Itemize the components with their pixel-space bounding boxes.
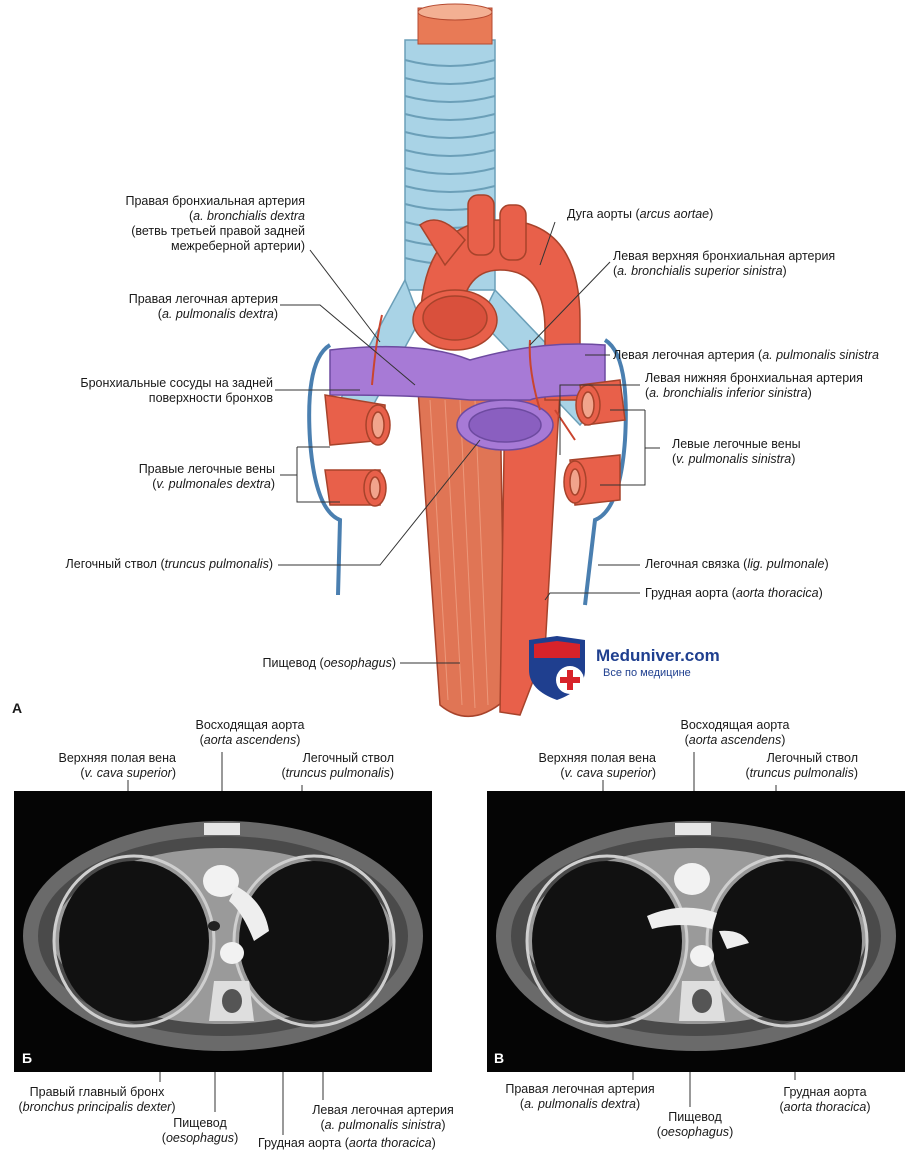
label-left-pulmonary-artery: Левая легочная артерия (a. pulmonalis si…	[613, 348, 879, 362]
leader-lines-a	[275, 221, 660, 664]
label-pulmonary-ligament: Легочная связка (lig. pulmonale)	[645, 557, 829, 571]
label-pulmonary-trunk: Легочный ствол (truncus pulmonalis)	[65, 557, 273, 571]
bronchial-arteries	[371, 314, 576, 441]
label-b-svc: Верхняя полая вена (v. cava superior)	[58, 751, 176, 780]
label-note: межреберной артерии)	[170, 239, 305, 253]
label-left-inf-bronchial-artery: Левая нижняя бронхиальная артерия (a. br…	[645, 371, 863, 400]
label-c-pulm-trunk: Легочный ствол (truncus pulmonalis)	[745, 751, 858, 780]
ct-scan-c	[496, 821, 896, 1051]
label-left-sup-bronchial-artery: Левая верхняя бронхиальная артерия (a. b…	[613, 249, 836, 278]
pulmonary-arteries	[329, 343, 606, 451]
label-b-left-pulm-artery: Левая легочная артерия (a. pulmonalis si…	[312, 1103, 454, 1132]
ct-image-b	[14, 791, 432, 1072]
label-lat: a. bronchialis dextra	[193, 209, 305, 223]
panel-letter-b: Б	[22, 1050, 33, 1066]
watermark-name: Meduniver.com	[596, 646, 720, 665]
watermark-tagline: Все по медицине	[603, 667, 691, 679]
label-b-thoracic-aorta: Грудная аорта (aorta thoracica)	[258, 1136, 436, 1150]
esophagus-top	[417, 3, 493, 45]
ct-scan-b	[23, 821, 423, 1051]
label-c-esophagus: Пищевод (oesophagus)	[656, 1110, 734, 1139]
panel-letter-c: В	[494, 1050, 505, 1066]
label-left-pulmonary-veins: Левые легочные вены (v. pulmonalis sinis…	[672, 437, 801, 466]
shield-logo-icon	[529, 636, 585, 700]
label-b-esophagus: Пищевод (oesophagus)	[161, 1116, 239, 1145]
label-bronchial-vessels: Бронхиальные сосуды на задней поверхност…	[80, 376, 273, 405]
label-b-asc-aorta: Восходящая аорта (aorta ascendens)	[195, 718, 305, 747]
label-note: (ветвь третьей правой задней	[131, 224, 305, 238]
panel-letter-a: А	[12, 700, 23, 716]
label-c-asc-aorta: Восходящая аорта (aorta ascendens)	[680, 718, 790, 747]
pulmonary-ligament	[307, 338, 628, 606]
label-c-right-pulm-artery: Правая легочная артерия (a. pulmonalis d…	[505, 1082, 655, 1111]
watermark: Meduniver.com Все по медицине	[524, 634, 744, 704]
label-thoracic-aorta: Грудная аорта (aorta thoracica)	[645, 586, 823, 600]
label-c-svc: Верхняя полая вена (v. cava superior)	[538, 751, 656, 780]
pulmonary-veins	[324, 379, 626, 507]
label-ru: Правая бронхиальная артерия	[125, 194, 305, 208]
label-b-right-main-bronchus: Правый главный бронх (bronchus principal…	[18, 1085, 176, 1114]
label-right-bronchial-artery: Правая бронхиальная артерия (a. bronchia…	[125, 194, 305, 253]
label-esophagus: Пищевод (oesophagus)	[262, 656, 396, 670]
ct-image-c	[487, 791, 905, 1072]
label-aortic-arch: Дуга аорты (arcus aortae)	[567, 207, 714, 221]
label-b-pulm-trunk: Легочный ствол (truncus pulmonalis)	[281, 751, 394, 780]
label-right-pulmonary-artery: Правая легочная артерия (a. pulmonalis d…	[128, 292, 278, 321]
label-right-pulmonary-veins: Правые легочные вены (v. pulmonales dext…	[138, 462, 275, 491]
label-c-thoracic-aorta: Грудная аорта (aorta thoracica)	[779, 1085, 871, 1114]
